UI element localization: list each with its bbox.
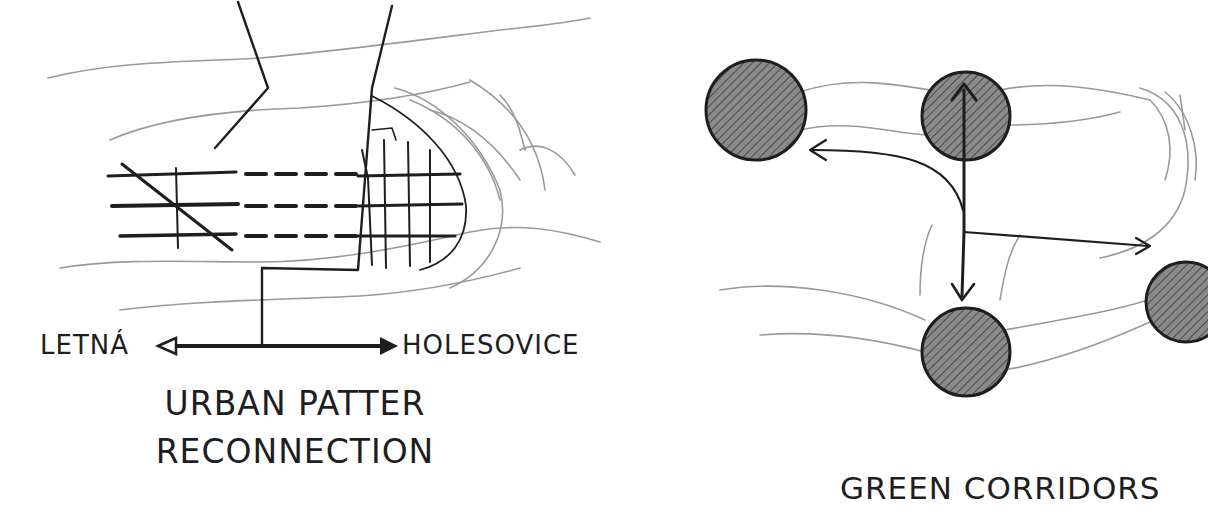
place-label: HOLESOVICE [402,330,602,361]
connection-arrow [158,337,398,355]
corridor-arrow [810,84,1150,300]
sketch-caption: GREEN CORRIDORS [840,470,1180,507]
green-area [706,60,1208,396]
river-contour [48,18,600,310]
street-pattern [108,2,466,345]
place-label: LETNÁ [40,330,160,361]
sketch-caption: URBAN PATTER RECONNECTION [130,380,460,476]
